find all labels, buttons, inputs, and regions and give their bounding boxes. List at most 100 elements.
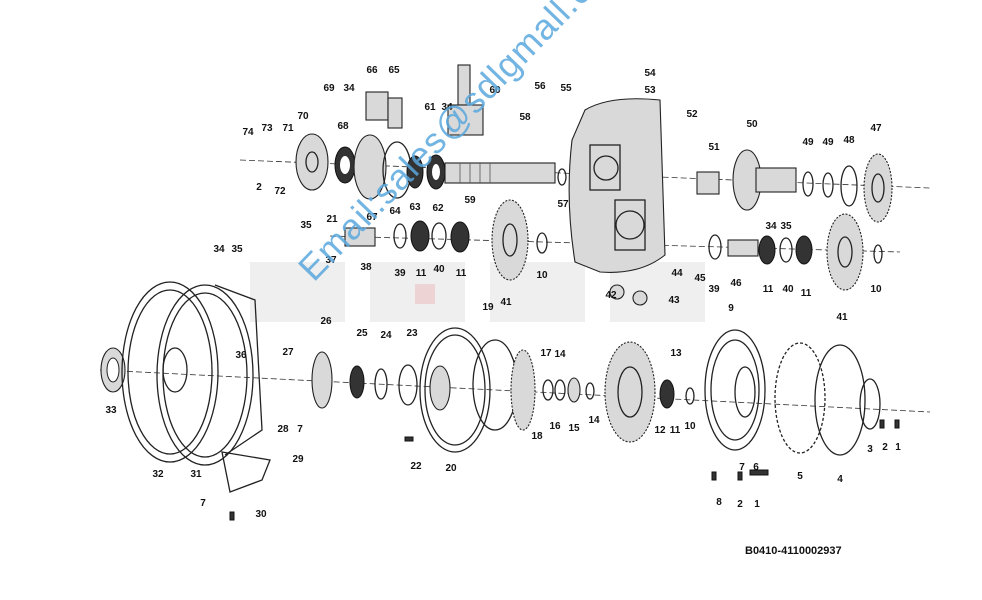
- callout-number: 11: [670, 425, 681, 436]
- callout-number: 40: [782, 284, 794, 295]
- callout-number: 14: [588, 415, 600, 426]
- callout-number: 74: [242, 127, 254, 138]
- callout-number: 72: [274, 186, 286, 197]
- transmission-housing: [568, 98, 666, 273]
- callout-number: 68: [337, 121, 349, 132]
- callout-number: 36: [235, 350, 247, 361]
- callout-number: 65: [388, 65, 400, 76]
- callout-number: 37: [325, 255, 337, 266]
- callout-number: 34: [213, 244, 225, 255]
- callout-number: 47: [870, 123, 882, 134]
- callout-number: 9: [728, 303, 734, 314]
- callout-number: 6: [753, 462, 759, 473]
- callout-number: 66: [366, 65, 378, 76]
- callout-number: 34: [441, 102, 453, 113]
- callout-number: 54: [644, 68, 656, 79]
- callout-number: 44: [671, 268, 683, 279]
- callout-number: 11: [416, 268, 427, 279]
- callout-number: 50: [746, 119, 758, 130]
- callout-number: 51: [708, 142, 720, 153]
- callout-number: 53: [644, 85, 656, 96]
- callout-number: 73: [261, 123, 273, 134]
- callout-number: 27: [282, 347, 294, 358]
- callout-number: 31: [190, 469, 202, 480]
- callout-number: 43: [668, 295, 680, 306]
- sdlg-logo-watermark: [250, 262, 705, 322]
- upper-assembly: [239, 64, 931, 306]
- callout-number: 58: [519, 112, 531, 123]
- callout-number: 39: [708, 284, 720, 295]
- callout-number: 35: [780, 221, 792, 232]
- callout-number: 21: [326, 214, 338, 225]
- callout-number: 10: [870, 284, 882, 295]
- callout-number: 35: [231, 244, 243, 255]
- callout-number: 56: [534, 81, 546, 92]
- callout-number: 41: [836, 312, 848, 323]
- callout-number: 1: [895, 442, 901, 453]
- callout-number: 46: [730, 278, 742, 289]
- callout-number: 11: [801, 288, 812, 299]
- callout-number: 16: [549, 421, 561, 432]
- callout-number: 11: [763, 284, 774, 295]
- callout-number: 3: [867, 444, 873, 455]
- callout-number: 11: [456, 268, 467, 279]
- callout-number: 34: [765, 221, 777, 232]
- callout-number: 22: [410, 461, 422, 472]
- callout-number: 70: [297, 111, 309, 122]
- callout-number: 18: [531, 431, 543, 442]
- callout-number: 13: [670, 348, 682, 359]
- callout-number: 34: [343, 83, 355, 94]
- callout-number: 40: [433, 264, 445, 275]
- callout-number: 23: [406, 328, 418, 339]
- callout-number: 49: [822, 137, 834, 148]
- callout-number: 69: [323, 83, 335, 94]
- callout-number: 62: [432, 203, 444, 214]
- callout-number: 5: [797, 471, 803, 482]
- callout-number: 52: [686, 109, 698, 120]
- callout-number: 12: [654, 425, 666, 436]
- callout-number: 1: [754, 499, 760, 510]
- callout-number: 17: [540, 348, 552, 359]
- callout-number: 10: [536, 270, 548, 281]
- callout-number: 33: [105, 405, 117, 416]
- callout-number: 35: [300, 220, 312, 231]
- callout-number: 38: [360, 262, 372, 273]
- callout-number: 60: [489, 85, 501, 96]
- callout-number: 25: [356, 328, 368, 339]
- callout-number: 57: [557, 199, 569, 210]
- callout-number: 20: [445, 463, 457, 474]
- callout-number: 45: [694, 273, 706, 284]
- callout-number: 2: [882, 442, 888, 453]
- callout-number: 71: [282, 123, 294, 134]
- callout-number: 4: [837, 474, 843, 485]
- callout-number: 41: [500, 297, 512, 308]
- callout-number: 42: [605, 290, 617, 301]
- callout-number: 39: [394, 268, 406, 279]
- callout-number: 30: [255, 509, 267, 520]
- callout-number: 28: [277, 424, 289, 435]
- callout-number: 48: [843, 135, 855, 146]
- callout-number: 59: [464, 195, 476, 206]
- callout-number: 8: [716, 497, 722, 508]
- callout-number: 14: [554, 349, 566, 360]
- callout-number: 67: [366, 212, 378, 223]
- drawing-code: B0410-4110002937: [745, 545, 842, 557]
- callout-number: 55: [560, 83, 572, 94]
- callout-number: 26: [320, 316, 332, 327]
- callout-number: 2: [737, 499, 743, 510]
- callout-number: 64: [389, 206, 401, 217]
- callout-number: 19: [482, 302, 494, 313]
- callout-number: 10: [684, 421, 696, 432]
- callout-number: 24: [380, 330, 392, 341]
- callout-number: 7: [297, 424, 303, 435]
- callout-number: 49: [802, 137, 814, 148]
- callout-number: 2: [256, 182, 262, 193]
- callout-number: 32: [152, 469, 164, 480]
- callout-number: 7: [739, 462, 745, 473]
- lower-assembly: [99, 281, 931, 521]
- callout-number: 61: [424, 102, 436, 113]
- callout-number: 15: [568, 423, 580, 434]
